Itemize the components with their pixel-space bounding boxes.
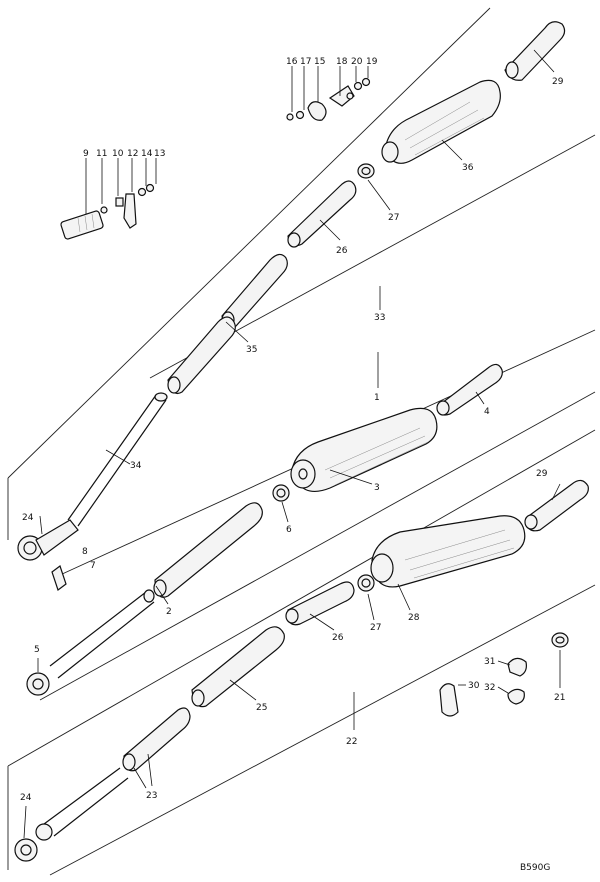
pipe-35-upper-section (221, 253, 288, 329)
intermediate-pipe-26-bottom (285, 581, 355, 626)
intermediate-pipe-26-top (287, 180, 357, 248)
mounting-parts-30-32 (439, 657, 527, 717)
callout-17: 17 (300, 57, 311, 67)
clamp-21 (551, 632, 569, 648)
callout-21: 21 (554, 693, 565, 703)
panel-bottom-upper-edge (7, 429, 596, 767)
pipe-23-upper (122, 707, 191, 772)
callout-5: 5 (34, 645, 40, 655)
bracket-assembly-9-14 (60, 183, 155, 240)
mounting-assembly-15-20 (286, 77, 371, 121)
callout-9: 9 (83, 149, 89, 159)
callout-6: 6 (286, 525, 292, 535)
callout-27-bottom: 27 (370, 623, 381, 633)
callout-30: 30 (468, 681, 480, 691)
callout-4: 4 (484, 407, 490, 417)
callout-33: 33 (374, 313, 385, 323)
callout-2: 2 (166, 607, 172, 617)
panel-top-upper-edge (7, 7, 491, 479)
reference-code: B590G (520, 863, 550, 873)
pipe-2-lower (49, 589, 155, 679)
callout-14: 14 (141, 149, 153, 159)
callout-36: 36 (462, 163, 474, 173)
clamp-6 (272, 484, 290, 502)
callout-20: 20 (351, 57, 363, 67)
callout-3: 3 (374, 483, 380, 493)
callout-26-top: 26 (336, 246, 348, 256)
callout-26-bottom: 26 (332, 633, 344, 643)
callout-15: 15 (314, 57, 325, 67)
callout-32: 32 (484, 683, 495, 693)
callout-24-top: 24 (22, 513, 34, 523)
rear-silencer-28 (370, 515, 526, 588)
pipe-23-lower (43, 767, 129, 837)
callout-23: 23 (146, 791, 157, 801)
callout-labels: 29 16 17 15 18 20 19 36 9 11 10 12 14 13… (20, 57, 565, 803)
pipe-35-lower-section (167, 316, 236, 395)
callout-12: 12 (127, 149, 138, 159)
leader-lines (23, 49, 561, 839)
callout-19: 19 (366, 57, 378, 67)
clamp-27-top (357, 163, 375, 179)
callout-34: 34 (130, 461, 142, 471)
callout-35: 35 (246, 345, 257, 355)
callout-13: 13 (154, 149, 165, 159)
callout-25: 25 (256, 703, 267, 713)
panel-bottom-lower-edge (49, 584, 596, 876)
front-pipe-34 (67, 392, 168, 527)
callout-24-bottom: 24 (20, 793, 32, 803)
callout-22: 22 (346, 737, 357, 747)
callout-28: 28 (408, 613, 420, 623)
callout-8: 8 (82, 547, 88, 557)
pipe-2-upper (153, 502, 263, 598)
panel-outlines (7, 7, 596, 876)
pipe-end-24-top (17, 519, 79, 561)
panel-middle-lower-edge (39, 391, 596, 701)
pipe-end-5 (26, 672, 50, 696)
pipe-25 (191, 626, 285, 708)
callout-11: 11 (96, 149, 107, 159)
callout-29-bottom: 29 (536, 469, 548, 479)
callout-16: 16 (286, 57, 298, 67)
callout-1: 1 (374, 393, 380, 403)
callout-27-top: 27 (388, 213, 399, 223)
tail-pipe-29-bottom (524, 479, 589, 532)
main-silencer-3 (290, 407, 438, 492)
callout-10: 10 (112, 149, 124, 159)
callout-29-top: 29 (552, 77, 564, 87)
callout-7: 7 (90, 561, 96, 571)
callout-31: 31 (484, 657, 495, 667)
pipe-end-24-bottom (14, 823, 53, 862)
fitting-7-8 (51, 565, 67, 591)
tail-pipe-4 (436, 363, 503, 416)
clamp-27-bottom (357, 574, 375, 592)
rear-silencer-36 (381, 79, 501, 164)
callout-18: 18 (336, 57, 348, 67)
